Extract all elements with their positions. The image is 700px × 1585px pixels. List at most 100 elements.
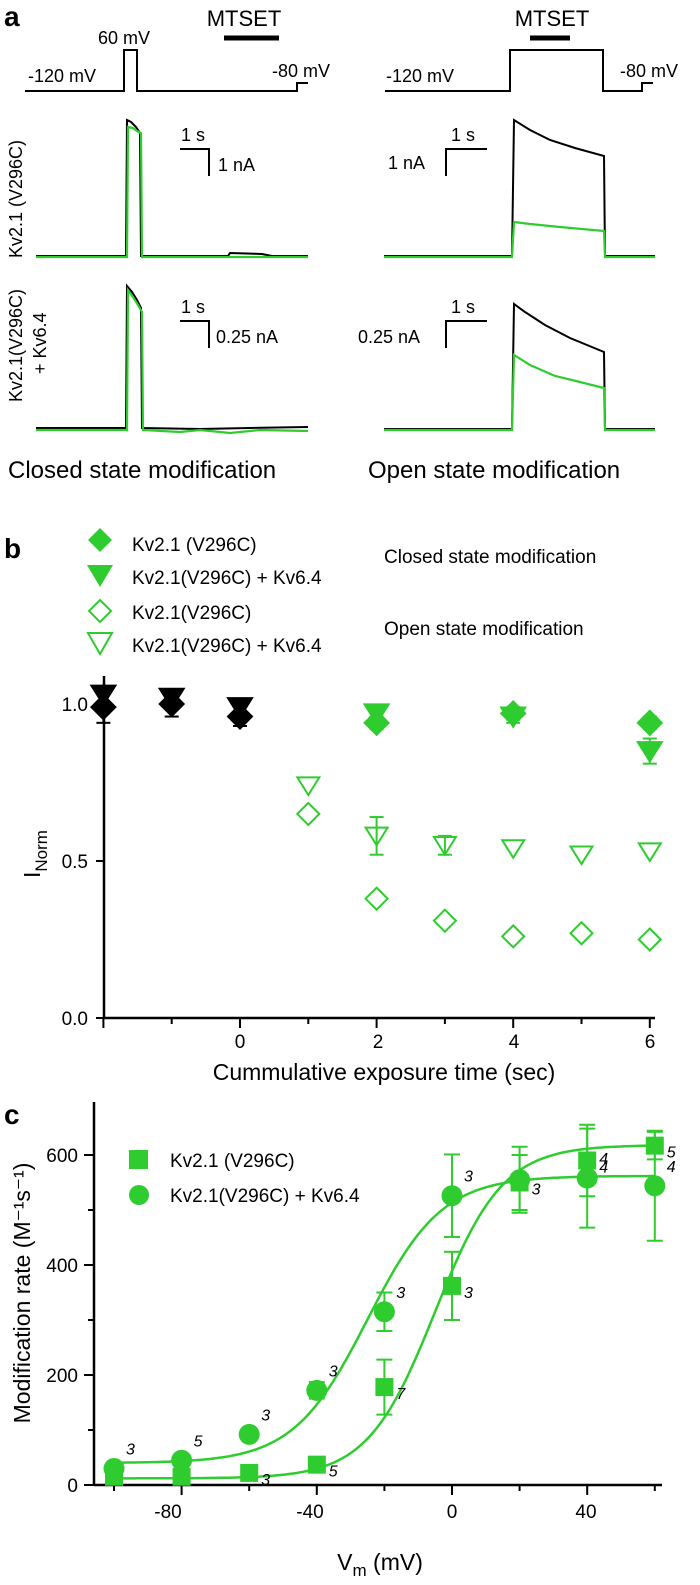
- b-ytick-label-1: 0.5: [62, 852, 88, 873]
- c-xtick-label-2: 0: [447, 1502, 458, 1523]
- b-point-diamond-open-1: [364, 886, 390, 912]
- scale-amp-row1-left: 1 nA: [218, 155, 255, 175]
- b-point-triangle-open-0: [295, 776, 322, 797]
- c-n-label-circle-2: 3: [261, 1407, 270, 1424]
- trace-black-closed-kv64: [36, 283, 309, 431]
- legend-b-label-3: Kv2.1(V296C) + Kv6.4: [132, 636, 322, 657]
- scale-bar-row2-right: [445, 320, 487, 348]
- b-marks: [89, 684, 664, 952]
- c-fit-curve-0: [114, 1144, 655, 1480]
- trace-black-closed-kv21: [36, 118, 308, 257]
- trace-green-closed-kv64: [36, 286, 309, 435]
- c-point-circle-0: [103, 1458, 125, 1479]
- c-n-label-circle-5: 3: [464, 1169, 473, 1186]
- caption-closed-state: Closed state modification: [8, 457, 276, 484]
- c-point-square-2: [240, 1463, 259, 1482]
- panel-c: c 0 200 400 600 -80 -40 0 40 Vm (mV) Mod…: [4, 1099, 676, 1580]
- legend-b-group-open: Open state modification: [384, 619, 584, 640]
- trace-green-open-kv21: [384, 220, 655, 259]
- panel-c-letter: c: [4, 1099, 20, 1130]
- legend-c-label-0: Kv2.1 (V296C): [170, 1151, 295, 1172]
- c-y-axis-title: Modification rate (M⁻¹s⁻¹): [9, 1163, 35, 1424]
- b-point-diamond-open-2: [432, 908, 458, 934]
- legend-marker-circle: [129, 1185, 149, 1205]
- protocol-label-80mv-left: -80 mV: [272, 61, 330, 81]
- protocol-label-120mv-right: -120 mV: [386, 66, 454, 86]
- scale-amp-row2-right: 0.25 nA: [358, 327, 420, 347]
- c-point-circle-5: [441, 1185, 463, 1207]
- b-xtick-label-3: 6: [645, 1032, 656, 1053]
- c-point-square-1: [172, 1467, 191, 1486]
- c-point-square-5: [443, 1276, 461, 1295]
- c-xtick-label-3: 40: [575, 1502, 596, 1523]
- legend-b: Kv2.1 (V296C) Kv2.1(V296C) + Kv6.4 Kv2.1…: [86, 528, 596, 657]
- b-baseline-triangle-5: [226, 697, 254, 720]
- b-ytick-label-0: 0.0: [62, 1009, 88, 1030]
- legend-c-label-1: Kv2.1(V296C) + Kv6.4: [170, 1186, 360, 1207]
- c-x-axis-title-main: V: [337, 1549, 353, 1575]
- protocol-label-120mv-left: -120 mV: [28, 66, 96, 86]
- scale-time-row2-left: 1 s: [181, 297, 205, 317]
- voltage-protocol-left: [25, 49, 308, 92]
- c-point-circle-6: [509, 1169, 531, 1191]
- b-point-triangle-open-1: [363, 826, 390, 848]
- row-label-kv21-kv64-line2: + Kv6.4: [30, 312, 50, 374]
- legend-marker-diamond-open: [87, 598, 113, 624]
- c-ytick-label-1: 200: [46, 1366, 78, 1387]
- panel-b-letter: b: [4, 533, 21, 564]
- legend-c: Kv2.1 (V296C) Kv2.1(V296C) + Kv6.4: [129, 1150, 360, 1207]
- c-x-axis-title-tail: (mV): [367, 1549, 423, 1575]
- c-n-label-square-6: 3: [532, 1182, 541, 1199]
- c-n-label-circle-1: 5: [194, 1433, 203, 1450]
- c-x-axis-title-sub: m: [352, 1561, 366, 1580]
- b-y-axis-title-main: I: [19, 872, 45, 878]
- b-y-axis-title: INorm: [19, 830, 51, 878]
- c-point-square-4: [375, 1378, 394, 1397]
- c-point-circle-4: [373, 1301, 395, 1323]
- trace-black-open-kv21: [384, 118, 655, 257]
- c-ticks: [84, 1154, 656, 1495]
- legend-marker-triangle-filled: [87, 565, 113, 587]
- c-n-label-circle-0: 3: [126, 1442, 135, 1459]
- c-n-label-square-5: 3: [464, 1285, 473, 1302]
- c-n-label-square-4: 7: [396, 1386, 406, 1403]
- protocol-label-80mv-right: -80 mV: [620, 61, 678, 81]
- scale-bar-row1-left: [180, 148, 210, 176]
- mtset-label-left: MTSET: [207, 6, 282, 31]
- caption-open-state: Open state modification: [368, 457, 620, 484]
- trace-green-open-kv64: [384, 353, 655, 432]
- b-xtick-label-1: 2: [373, 1032, 384, 1053]
- b-y-axis-title-sub: Norm: [32, 830, 51, 872]
- row-label-kv21-kv64-line1: Kv2.1(V296C): [6, 289, 26, 402]
- c-n-label-circle-7: 4: [599, 1151, 608, 1168]
- b-baseline-triangle-3: [157, 687, 186, 710]
- c-point-square-3: [307, 1455, 326, 1474]
- protocol-label-60mv: 60 mV: [98, 28, 150, 48]
- b-x-axis-title: Cummulative exposure time (sec): [213, 1059, 556, 1085]
- b-xtick-label-0: 0: [235, 1032, 246, 1053]
- b-point-triangle-open-4: [568, 845, 595, 866]
- c-n-label-circle-4: 3: [396, 1285, 405, 1302]
- c-fit-curve-1: [114, 1174, 655, 1464]
- c-point-circle-2: [238, 1423, 260, 1445]
- b-point-diamond-open-5: [637, 927, 663, 952]
- b-point-triangle-filled-0: [362, 703, 391, 726]
- b-point-triangle-filled-2: [635, 741, 664, 764]
- c-n-label-circle-8: 4: [667, 1159, 676, 1176]
- mtset-label-right: MTSET: [515, 6, 590, 31]
- b-point-diamond-open-3: [500, 923, 526, 949]
- c-ytick-label-0: 0: [67, 1476, 78, 1497]
- trace-black-open-kv64: [384, 302, 655, 430]
- trace-green-closed-kv21: [36, 125, 308, 259]
- legend-b-label-2: Kv2.1(V296C): [132, 603, 251, 624]
- scale-time-row1-left: 1 s: [181, 125, 205, 145]
- legend-b-label-1: Kv2.1(V296C) + Kv6.4: [132, 568, 322, 589]
- scale-amp-row2-left: 0.25 nA: [216, 327, 278, 347]
- c-ytick-label-3: 600: [46, 1146, 78, 1167]
- c-n-label-square-7: 4: [599, 1160, 608, 1177]
- c-x-axis-title: Vm (mV): [337, 1549, 423, 1580]
- panel-b: b Kv2.1 (V296C) Kv2.1(V296C) + Kv6.4 Kv2…: [4, 528, 664, 1085]
- c-n-label-square-3: 5: [329, 1464, 338, 1481]
- c-point-circle-3: [306, 1379, 328, 1401]
